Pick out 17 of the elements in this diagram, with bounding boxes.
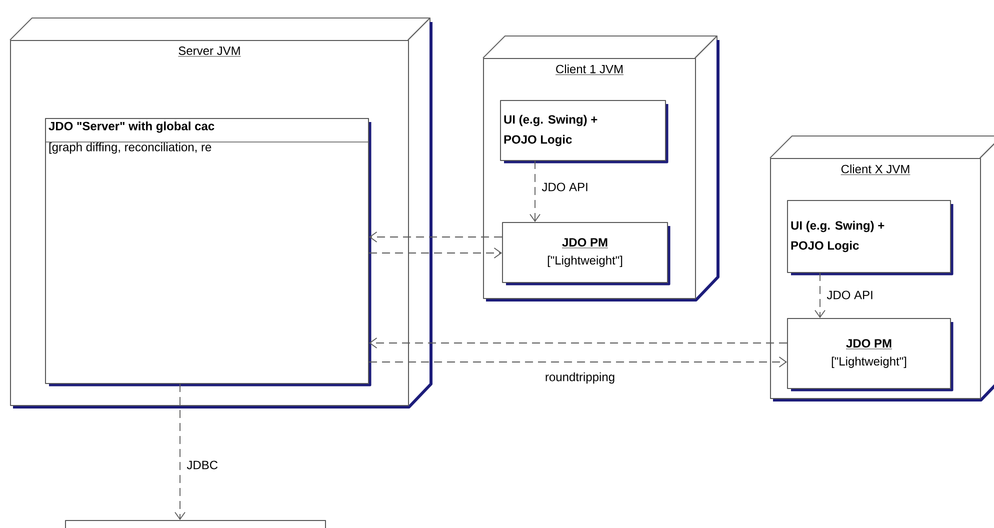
database-box bbox=[65, 520, 326, 528]
edge-label: roundtripping bbox=[543, 370, 617, 386]
component-box: UI (e.g. Swing) + POJO Logic bbox=[500, 100, 668, 164]
component-box: JDO "Server" with global cac [graph diffing, reconciliation, re bbox=[44, 118, 372, 386]
arrow bbox=[368, 248, 502, 258]
component-box: JDO PM ["Lightweight"] bbox=[502, 222, 670, 286]
arrow bbox=[369, 338, 788, 348]
edge-label: JDO API bbox=[540, 181, 590, 193]
component-box: JDO PM ["Lightweight"] bbox=[787, 318, 954, 392]
component-box: UI (e.g. Swing) + POJO Logic bbox=[787, 200, 954, 276]
arrow bbox=[174, 384, 186, 520]
arrow bbox=[814, 272, 826, 318]
edge-label: JDO API bbox=[825, 289, 875, 301]
arrow bbox=[368, 356, 787, 368]
edge-label: JDBC bbox=[185, 459, 220, 471]
arrow bbox=[530, 160, 540, 222]
arrow bbox=[369, 232, 502, 242]
